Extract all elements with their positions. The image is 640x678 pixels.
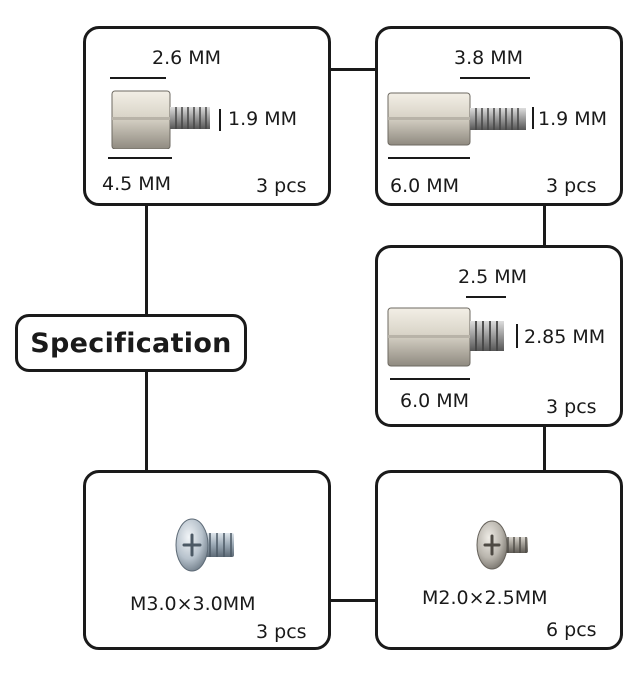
dimension-line — [532, 107, 534, 129]
dimension-line — [516, 324, 518, 348]
quantity-label: 6 pcs — [546, 619, 597, 641]
connector-line — [330, 68, 376, 71]
dimension-line — [388, 157, 470, 159]
spec-card-screw-m2: M2.0×2.5MM 6 pcs — [375, 470, 623, 650]
phillips-screw-icon — [175, 518, 234, 572]
connector-line — [145, 372, 148, 470]
quantity-label: 3 pcs — [546, 175, 597, 197]
spec-card-standoff-thick: 2.5 MM 2.85 MM 6.0 MM 3 pcs — [375, 245, 623, 427]
connector-line — [145, 205, 148, 315]
connector-line — [543, 205, 546, 247]
side-dimension-label: 2.85 MM — [524, 326, 606, 348]
spec-card-screw-m3: M3.0×3.0MM 3 pcs — [83, 470, 331, 650]
hex-standoff-icon — [111, 90, 210, 149]
quantity-label: 3 pcs — [256, 621, 307, 643]
connector-line — [543, 425, 546, 471]
specification-label-box: Specification — [15, 314, 247, 372]
side-dimension-label: 1.9 MM — [228, 108, 298, 130]
phillips-screw-icon — [476, 520, 528, 570]
side-dimension-label: 1.9 MM — [538, 108, 608, 130]
dimension-line — [108, 157, 172, 159]
screw-size-label: M3.0×3.0MM — [130, 593, 256, 615]
dimension-line — [390, 378, 470, 380]
hex-standoff-icon — [387, 307, 504, 367]
top-dimension-label: 2.5 MM — [458, 266, 528, 288]
quantity-label: 3 pcs — [256, 175, 307, 197]
hex-standoff-icon — [387, 92, 526, 146]
top-dimension-label: 2.6 MM — [152, 47, 222, 69]
specification-title: Specification — [30, 327, 232, 359]
bottom-dimension-label: 4.5 MM — [102, 173, 172, 195]
spec-card-standoff-long: 3.8 MM 1.9 MM 6.0 MM 3 pcs — [375, 26, 623, 206]
bottom-dimension-label: 6.0 MM — [400, 390, 470, 412]
spec-card-standoff-small: 2.6 MM 1.9 MM 4.5 MM 3 pcs — [83, 26, 331, 206]
dimension-line — [219, 109, 221, 131]
connector-line — [330, 599, 376, 602]
dimension-line — [466, 296, 506, 298]
bottom-dimension-label: 6.0 MM — [390, 175, 460, 197]
quantity-label: 3 pcs — [546, 396, 597, 418]
top-dimension-label: 3.8 MM — [454, 47, 524, 69]
dimension-line — [460, 77, 530, 79]
dimension-line — [110, 77, 166, 79]
screw-size-label: M2.0×2.5MM — [422, 587, 548, 609]
